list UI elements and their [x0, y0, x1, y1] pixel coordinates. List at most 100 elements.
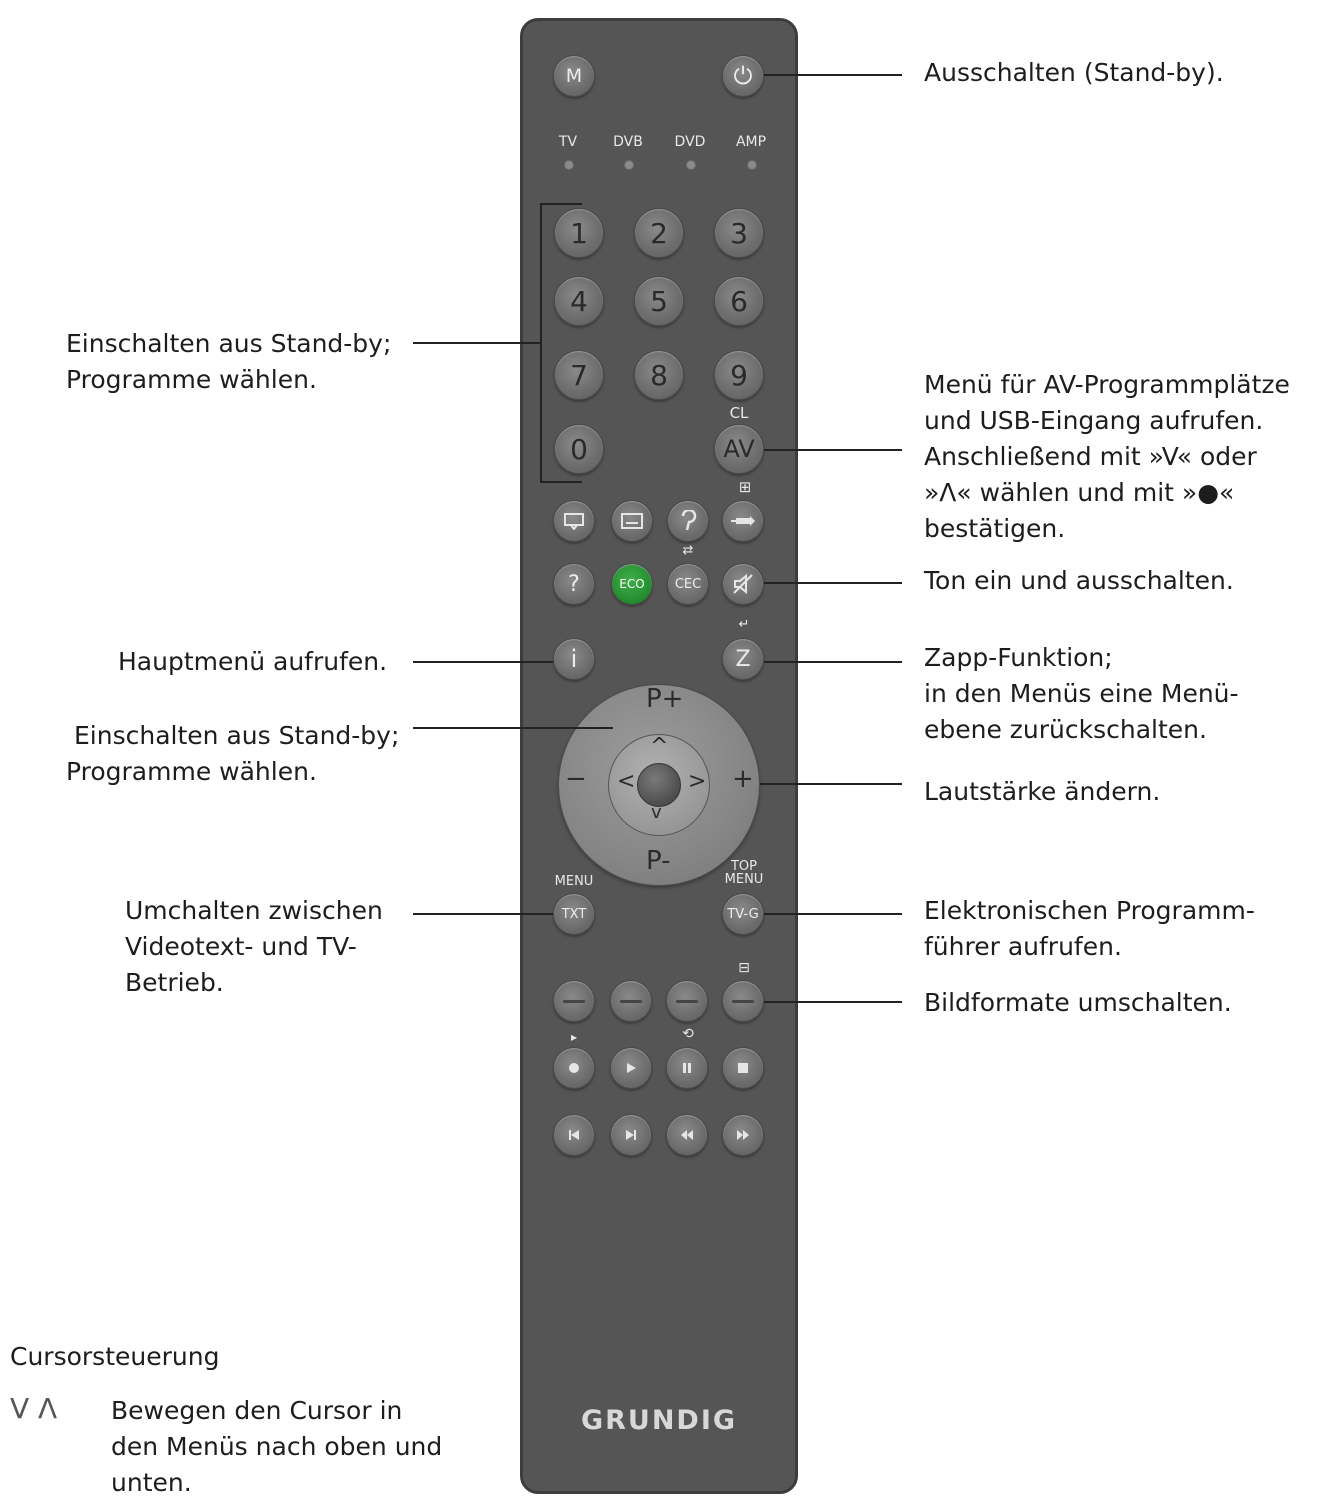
- back-indicator-icon: ↵: [738, 617, 750, 632]
- skip-back-icon: [569, 1130, 579, 1140]
- zapp-button[interactable]: Z: [722, 638, 764, 680]
- source-label-amp: AMP: [735, 134, 767, 150]
- volume-down-label[interactable]: −: [565, 764, 587, 794]
- cursor-down-icon[interactable]: v: [651, 802, 662, 823]
- program-down-label[interactable]: P-: [646, 846, 671, 876]
- leader-format: [764, 1001, 902, 1003]
- zoom-button[interactable]: [722, 500, 764, 542]
- epg-annotation-line: führer aufrufen.: [924, 932, 1122, 961]
- source-label-dvb: DVB: [613, 134, 643, 150]
- cec-button[interactable]: CEC: [667, 563, 709, 605]
- green-button[interactable]: [610, 980, 652, 1022]
- audio-language-button[interactable]: [667, 500, 709, 542]
- txt-button[interactable]: TXT: [553, 893, 595, 935]
- av-annotation-line: Menü für AV-Programmplätze: [924, 370, 1290, 399]
- zoom-indicator-icon: ⊞: [738, 478, 752, 496]
- program-annotation: Einschalten aus Stand-by; Programme wähl…: [66, 718, 399, 790]
- av-annotation-line: und USB-Eingang aufrufen.: [924, 406, 1264, 435]
- subtitle-icon: [621, 513, 643, 529]
- digit-5-button[interactable]: 5: [634, 276, 684, 326]
- leader-digits: [413, 342, 541, 344]
- volume-up-label[interactable]: +: [732, 764, 754, 794]
- epg-button[interactable]: TV-G: [722, 893, 764, 935]
- cursor-text-line: den Menüs nach oben und: [111, 1432, 443, 1461]
- leader-epg: [764, 913, 902, 915]
- program-up-label[interactable]: P+: [646, 684, 684, 714]
- digit-4-button[interactable]: 4: [554, 276, 604, 326]
- fast-forward-icon: [737, 1130, 749, 1140]
- fast-forward-button[interactable]: [722, 1114, 764, 1156]
- audio-icon: [681, 510, 697, 531]
- av-annotation-line: »Λ« wählen und mit »●«: [924, 478, 1235, 507]
- pause-button[interactable]: [666, 1047, 708, 1089]
- mute-button[interactable]: [722, 563, 764, 605]
- digits-annotation: Einschalten aus Stand-by; Programme wähl…: [66, 326, 391, 398]
- skip-forward-button[interactable]: [610, 1114, 652, 1156]
- volume-annotation: Lautstärke ändern.: [924, 777, 1161, 806]
- digit-8-button[interactable]: 8: [634, 350, 684, 400]
- epg-annotation: Elektronischen Programm- führer aufrufen…: [924, 893, 1255, 965]
- blue-button[interactable]: [722, 980, 764, 1022]
- format-indicator-icon: ⊟: [738, 960, 750, 976]
- help-button[interactable]: ?: [553, 563, 595, 605]
- info-button[interactable]: i: [553, 638, 595, 680]
- cursor-text-line: Bewegen den Cursor in: [111, 1396, 403, 1425]
- eco-button[interactable]: ECO: [611, 563, 653, 605]
- leader-zapp: [764, 661, 902, 663]
- txt-annotation-line: Videotext- und TV-: [125, 932, 357, 961]
- digit-6-button[interactable]: 6: [714, 276, 764, 326]
- red-button[interactable]: [553, 980, 595, 1022]
- leader-volume: [760, 783, 902, 785]
- av-annotation-line: Anschließend mit »V« oder: [924, 442, 1257, 471]
- brand-logo: GRUNDIG: [580, 1405, 738, 1436]
- leader-av: [764, 449, 902, 451]
- mute-annotation: Ton ein und ausschalten.: [924, 566, 1234, 595]
- source-led-dvb: [624, 160, 634, 170]
- cursor-section-text: Bewegen den Cursor in den Menüs nach obe…: [111, 1393, 471, 1501]
- slow-indicator-icon: ▸: [570, 1030, 578, 1044]
- digits-annotation-line: Programme wählen.: [66, 365, 317, 394]
- subtitle-button[interactable]: [611, 500, 653, 542]
- ok-button[interactable]: [637, 763, 681, 807]
- program-annotation-line: Programme wählen.: [66, 757, 317, 786]
- zapp-annotation-line: in den Menüs eine Menü-: [924, 679, 1239, 708]
- record-button[interactable]: [553, 1047, 595, 1089]
- rewind-button[interactable]: [666, 1114, 708, 1156]
- av-annotation: Menü für AV-Programmplätze und USB-Einga…: [924, 367, 1290, 547]
- digit-7-button[interactable]: 7: [554, 350, 604, 400]
- format-annotation: Bildformate umschalten.: [924, 988, 1232, 1017]
- skip-back-button[interactable]: [553, 1114, 595, 1156]
- power-button[interactable]: ⏻: [722, 55, 764, 97]
- yellow-button[interactable]: [666, 980, 708, 1022]
- stop-button[interactable]: [722, 1047, 764, 1089]
- txt-annotation-line: Betrieb.: [125, 968, 224, 997]
- menu-m-button[interactable]: M: [553, 55, 595, 97]
- cursor-left-icon[interactable]: <: [617, 769, 636, 794]
- cl-label: CL: [729, 404, 749, 422]
- av-button[interactable]: AV: [714, 424, 764, 474]
- leader-mute: [764, 582, 902, 584]
- menu-label: MENU: [554, 874, 594, 889]
- leader-txt: [413, 913, 553, 915]
- digit-1-button[interactable]: 1: [554, 208, 604, 258]
- picture-button[interactable]: [553, 500, 595, 542]
- zapp-annotation-line: ebene zurückschalten.: [924, 715, 1207, 744]
- zapp-annotation: Zapp-Funktion; in den Menüs eine Menü- e…: [924, 640, 1239, 748]
- picture-icon: [564, 513, 584, 530]
- play-button[interactable]: [610, 1047, 652, 1089]
- stop-icon: [738, 1063, 748, 1073]
- digit-2-button[interactable]: 2: [634, 208, 684, 258]
- repeat-indicator-icon: ⟲: [682, 1026, 694, 1042]
- cursor-right-icon[interactable]: >: [688, 769, 707, 794]
- source-label-tv: TV: [558, 134, 578, 150]
- cursor-arrows-icon: V Λ: [10, 1392, 58, 1425]
- rewind-icon: [681, 1130, 693, 1140]
- digit-3-button[interactable]: 3: [714, 208, 764, 258]
- mute-icon: [733, 573, 753, 595]
- top-menu-label: TOP MENU: [724, 859, 764, 887]
- pause-icon: [683, 1063, 691, 1073]
- digit-0-button[interactable]: 0: [554, 424, 604, 474]
- digit-9-button[interactable]: 9: [714, 350, 764, 400]
- cursor-up-icon[interactable]: ^: [650, 734, 669, 759]
- source-led-tv: [564, 160, 574, 170]
